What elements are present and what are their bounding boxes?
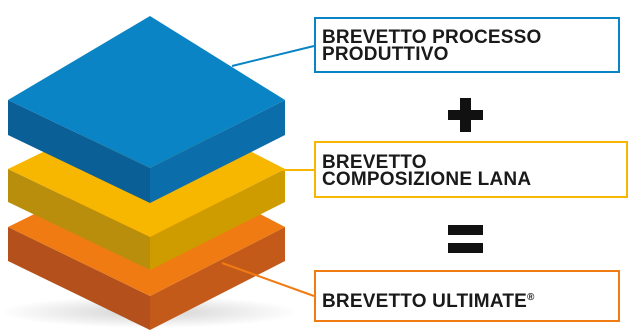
label-box-composizione-lana: BREVETTO COMPOSIZIONE LANA — [314, 141, 628, 198]
registered-mark: ® — [527, 292, 535, 303]
label-line: PRODUTTIVO — [322, 44, 449, 65]
label-line: BREVETTO — [322, 152, 427, 173]
label-ultimate: BREVETTO ULTIMATE® — [322, 289, 535, 312]
plus-icon — [448, 98, 483, 132]
label-line: BREVETTO ULTIMATE — [322, 291, 528, 312]
blue-layer — [8, 16, 285, 203]
label-box-ultimate: BREVETTO ULTIMATE® — [314, 270, 620, 322]
connector-line-blue — [231, 45, 315, 67]
label-box-processo-produttivo: BREVETTO PROCESSO PRODUTTIVO — [314, 17, 620, 73]
label-line: COMPOSIZIONE LANA — [322, 169, 532, 190]
connector-line-orange — [221, 262, 315, 297]
label-processo-produttivo: BREVETTO PROCESSO PRODUTTIVO — [322, 27, 542, 65]
label-line: BREVETTO PROCESSO — [322, 27, 542, 48]
label-composizione-lana: BREVETTO COMPOSIZIONE LANA — [322, 152, 532, 190]
equals-icon — [448, 225, 483, 253]
